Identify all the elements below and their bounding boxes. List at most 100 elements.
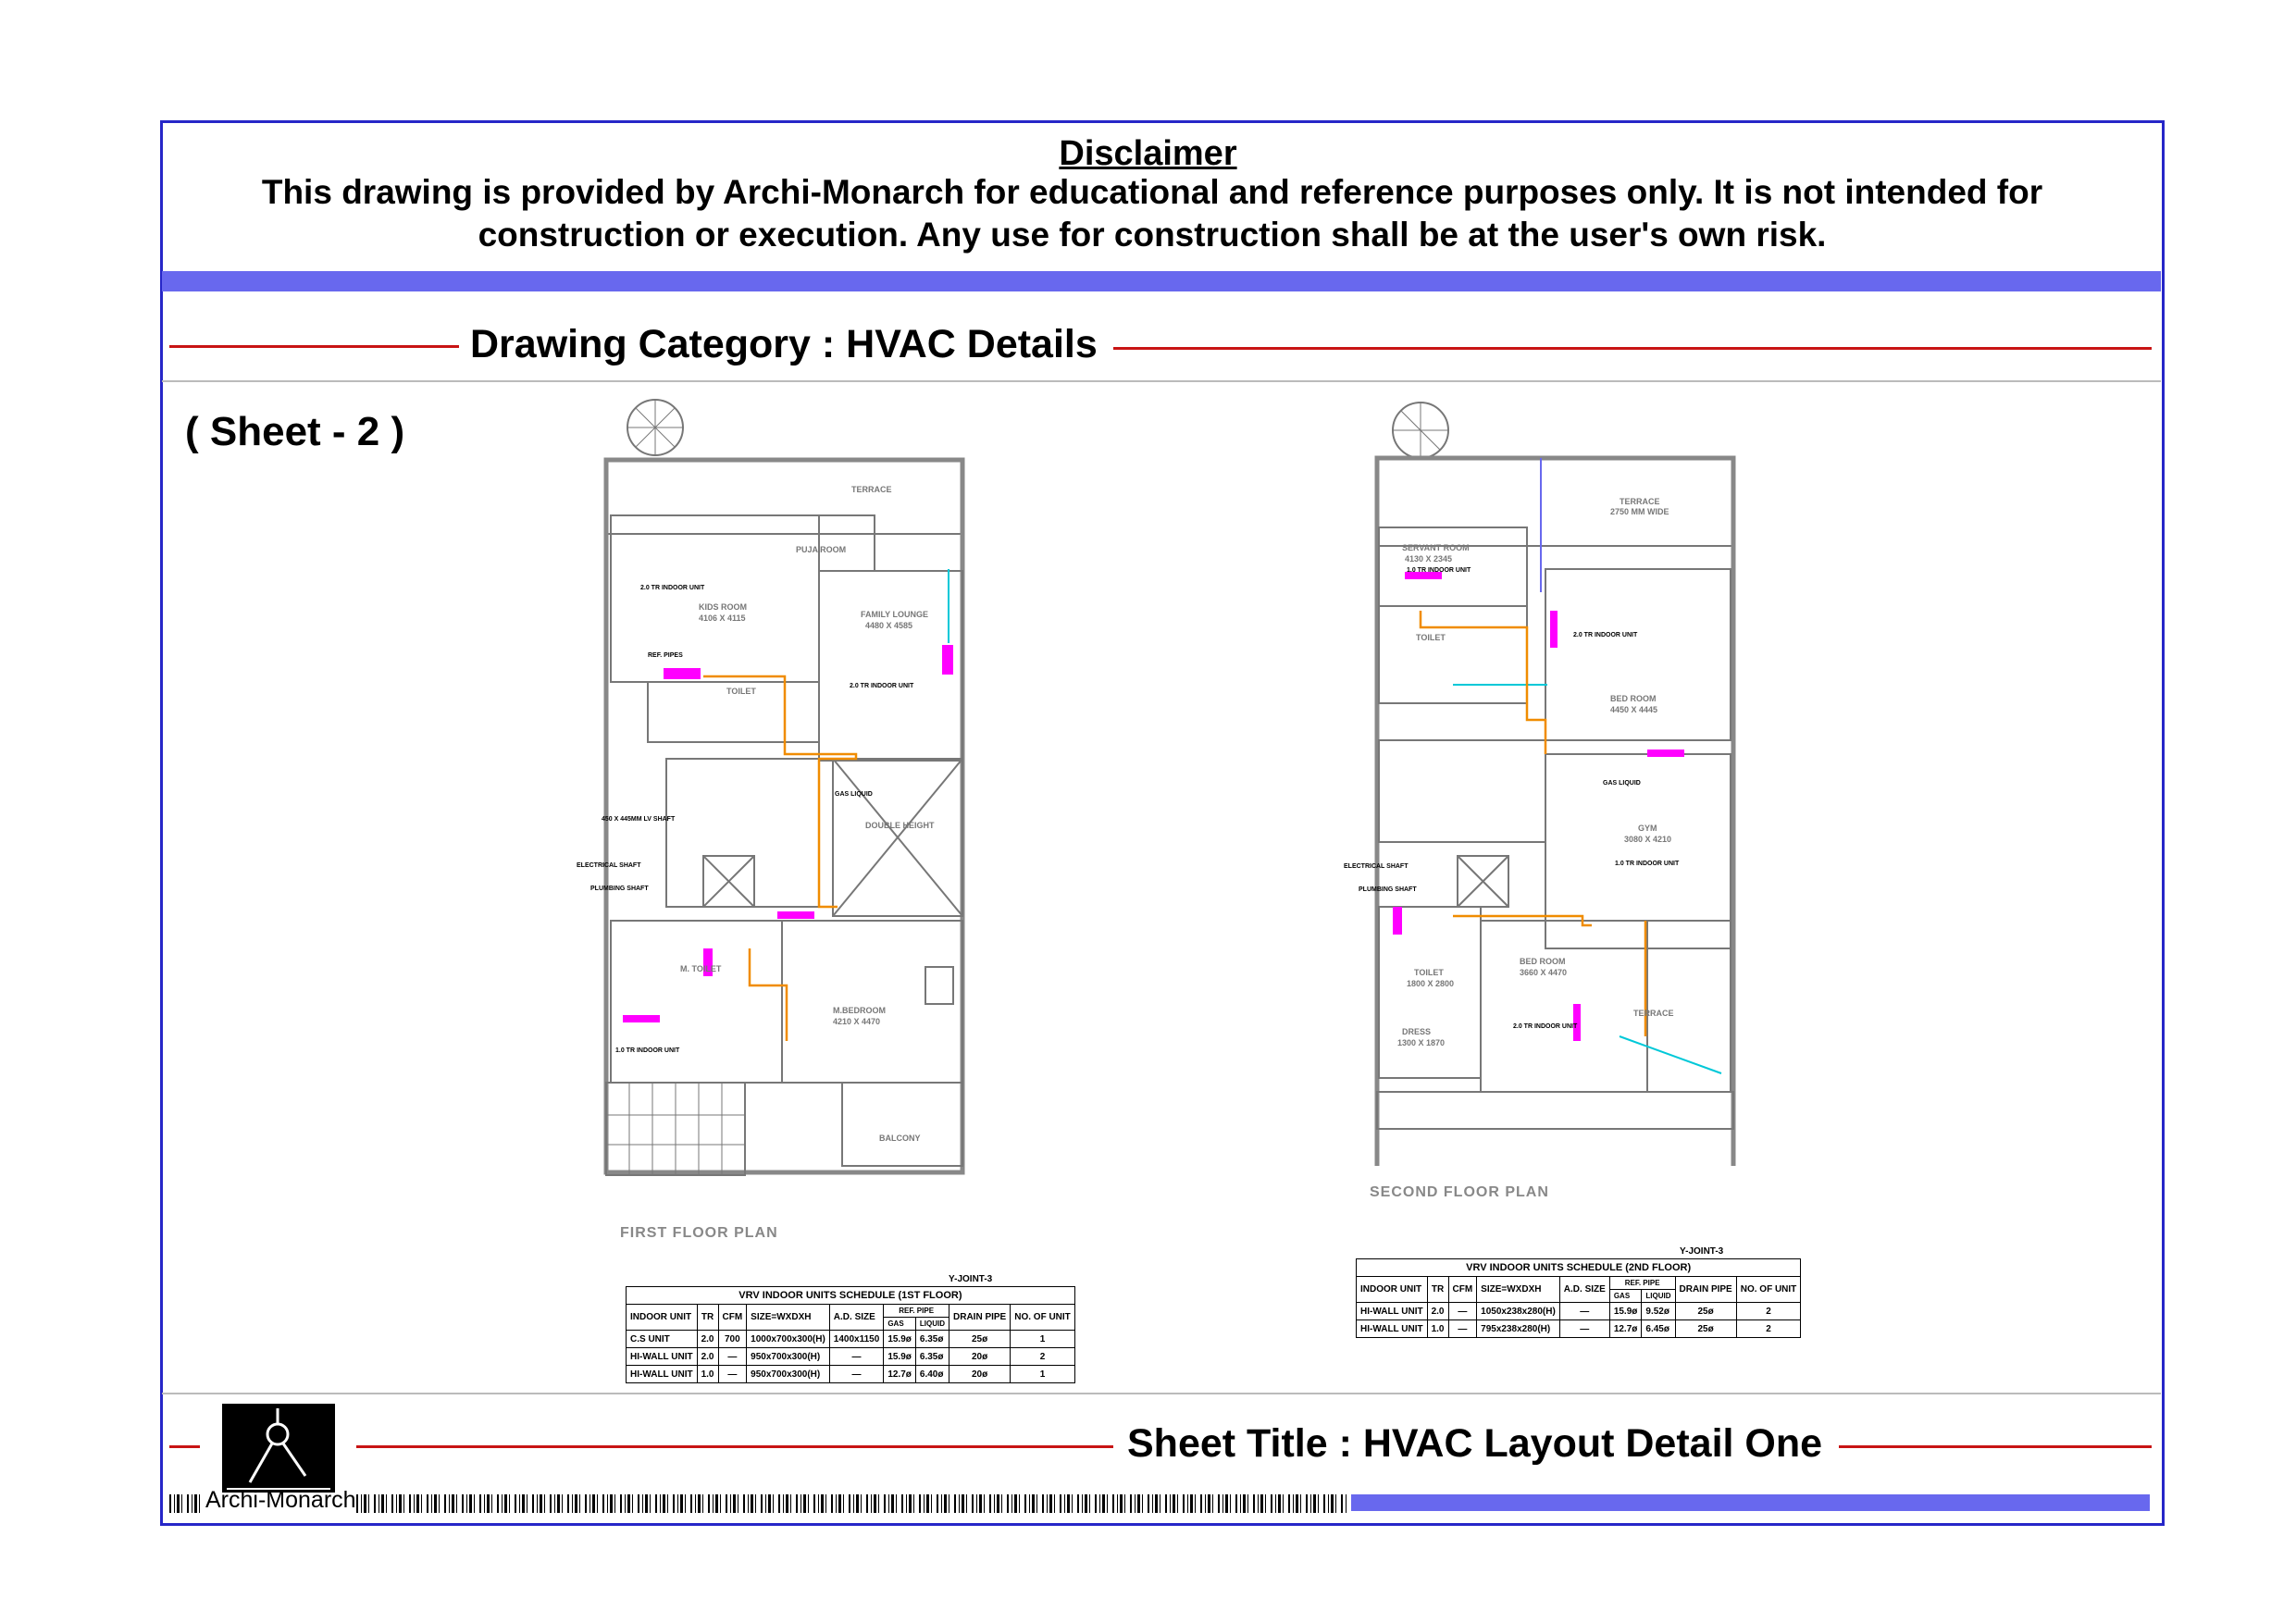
- room-m-toilet: M. TOILET: [680, 964, 722, 973]
- unit-label: 2.0 TR INDOOR UNIT: [1513, 1023, 1578, 1030]
- room-bed2: BED ROOM: [1520, 957, 1566, 966]
- col-subheader: GAS: [883, 1317, 916, 1331]
- col-header: NO. OF UNIT: [1735, 1276, 1802, 1303]
- cell: 950x700x300(H): [746, 1365, 830, 1383]
- schedule-table-1st-floor: VRV INDOOR UNITS SCHEDULE (1ST FLOOR) IN…: [626, 1286, 1075, 1383]
- y-joint-label: Y-JOINT-3: [949, 1274, 993, 1284]
- hvac-indoor-units: [623, 645, 953, 1022]
- cell: 700: [717, 1330, 748, 1348]
- gas-liquid-label: GAS LIQUID: [835, 791, 873, 798]
- cell: —: [1558, 1319, 1610, 1338]
- unit-label: 2.0 TR INDOOR UNIT: [850, 683, 914, 689]
- sheet-number: ( Sheet - 2 ): [185, 409, 405, 454]
- room-terrace2: TERRACE: [1633, 1009, 1674, 1018]
- plumb-shaft-label: PLUMBING SHAFT: [1359, 886, 1417, 893]
- col-header: SIZE=WXDXH: [746, 1304, 830, 1331]
- cell: 15.9ø: [883, 1347, 916, 1366]
- cell: 12.7ø: [1608, 1319, 1643, 1338]
- cell: 12.7ø: [883, 1365, 916, 1383]
- room-bed1-size: 4450 X 4445: [1610, 705, 1657, 714]
- room-terrace: TERRACE: [1620, 497, 1660, 506]
- footer-divider: [162, 1393, 2161, 1394]
- col-subheader: LIQUID: [914, 1317, 950, 1331]
- room-servant: SERVANT ROOM: [1402, 543, 1470, 552]
- col-header: DRAIN PIPE: [948, 1304, 1011, 1331]
- room-kids: KIDS ROOM: [699, 602, 747, 612]
- gas-liquid-label: GAS LIQUID: [1603, 780, 1641, 787]
- barcode-decoration: [169, 1494, 202, 1513]
- room-balcony: BALCONY: [879, 1134, 921, 1143]
- cell: —: [828, 1365, 885, 1383]
- cell: 15.9ø: [1608, 1302, 1643, 1320]
- col-header: NO. OF UNIT: [1010, 1304, 1075, 1331]
- col-header: SIZE=WXDXH: [1476, 1276, 1560, 1303]
- cell: 20ø: [948, 1365, 1011, 1383]
- col-header: INDOOR UNIT: [626, 1304, 698, 1331]
- cell: 1.0: [1426, 1319, 1449, 1338]
- drawing-category: Drawing Category : HVAC Details: [470, 322, 1098, 366]
- room-lounge-size: 4480 X 4585: [865, 621, 912, 630]
- room-toilet: TOILET: [726, 687, 756, 696]
- room-toilet2-size: 1800 X 2800: [1407, 979, 1454, 988]
- cell: 2.0: [696, 1330, 719, 1348]
- cell: C.S UNIT: [626, 1330, 698, 1348]
- cell: 20ø: [948, 1347, 1011, 1366]
- cell: 6.35ø: [914, 1330, 950, 1348]
- cell: 2: [1735, 1319, 1802, 1338]
- col-header: CFM: [717, 1304, 748, 1331]
- col-header: A.D. SIZE: [1558, 1276, 1610, 1303]
- col-header: A.D. SIZE: [828, 1304, 885, 1331]
- cell: 950x700x300(H): [746, 1347, 830, 1366]
- cell: 25ø: [1674, 1319, 1737, 1338]
- cell: 1: [1010, 1330, 1075, 1348]
- room-dress-size: 1300 X 1870: [1397, 1038, 1445, 1047]
- ref-pipes-label: REF. PIPES: [648, 652, 683, 659]
- col-subheader: LIQUID: [1641, 1289, 1676, 1303]
- first-floor-plan-title: FIRST FLOOR PLAN: [620, 1225, 778, 1241]
- cell: 2.0: [1426, 1302, 1449, 1320]
- category-rule-left: [169, 345, 459, 348]
- room-bed1: BED ROOM: [1610, 694, 1657, 703]
- col-header: TR: [696, 1304, 719, 1331]
- plumb-shaft-label: PLUMBING SHAFT: [590, 886, 649, 892]
- room-terrace-width: 2750 MM WIDE: [1610, 507, 1669, 516]
- compass-logo-icon: [222, 1404, 335, 1493]
- refrigerant-pipe-route: [1419, 611, 1647, 1036]
- room-toilet: TOILET: [1416, 633, 1446, 642]
- divider: [162, 380, 2161, 382]
- first-floor-plan: TERRACE PUJA ROOM KIDS ROOM 4106 X 4115 …: [577, 399, 965, 1176]
- room-dress: DRESS: [1402, 1027, 1431, 1036]
- y-joint-label: Y-JOINT-3: [1680, 1246, 1724, 1257]
- lv-shaft-label: 450 X 445MM LV SHAFT: [602, 816, 676, 823]
- footer-rule-left: [169, 1445, 200, 1448]
- col-header: CFM: [1447, 1276, 1478, 1303]
- cell: 6.35ø: [914, 1347, 950, 1366]
- hvac-indoor-units: [1393, 572, 1684, 1041]
- col-subheader: GAS: [1608, 1289, 1643, 1303]
- cell: 1400x1150: [828, 1330, 885, 1348]
- cell: HI-WALL UNIT: [1356, 1302, 1428, 1320]
- cell: 9.52ø: [1641, 1302, 1676, 1320]
- cell: HI-WALL UNIT: [626, 1365, 698, 1383]
- cell: 1000x700x300(H): [746, 1330, 830, 1348]
- room-toilet2: TOILET: [1414, 968, 1444, 977]
- cell: 2.0: [696, 1347, 719, 1366]
- schedule-table-2nd-floor: VRV INDOOR UNITS SCHEDULE (2ND FLOOR) IN…: [1355, 1258, 1802, 1338]
- room-terrace: TERRACE: [851, 485, 892, 494]
- cell: 795x238x280(H): [1476, 1319, 1560, 1338]
- footer-rule-right: [1839, 1445, 2152, 1448]
- cell: —: [717, 1347, 748, 1366]
- cell: 6.40ø: [914, 1365, 950, 1383]
- room-gym-size: 3080 X 4210: [1624, 835, 1671, 844]
- cell: 1050x238x280(H): [1476, 1302, 1560, 1320]
- room-m-bedroom: M.BEDROOM: [833, 1006, 886, 1015]
- room-servant-size: 4130 X 2345: [1405, 554, 1452, 564]
- cell: —: [1447, 1319, 1478, 1338]
- col-header: TR: [1426, 1276, 1449, 1303]
- disclaimer-text: This drawing is provided by Archi-Monarc…: [261, 173, 2043, 254]
